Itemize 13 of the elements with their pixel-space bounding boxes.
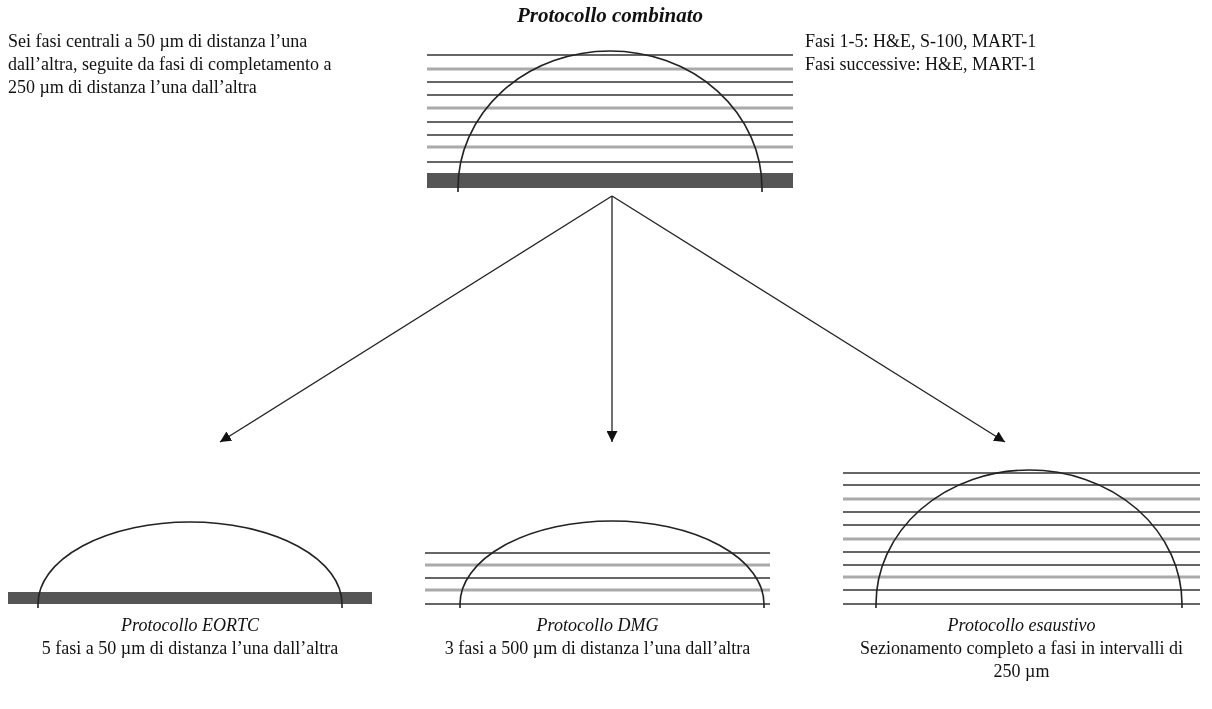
stain-note: Fasi successive: H&E, MART-1 [805,53,1037,76]
section-note: Sei fasi centrali a 50 µm di distanza l’una dall’altra, seguite da fasi di completamento a 250 µm di distanza l’una dall’altra [8,30,333,99]
protocol-title: Protocollo esaustivo [946,614,1097,637]
arrow [611,195,1006,443]
arrow [606,195,618,443]
protocol-title: Protocollo DMG [535,614,660,637]
stain-note: Fasi 1-5: H&E, S-100, MART-1 [805,30,1037,53]
protocol-title: Protocollo EORTC [120,614,260,637]
protocol-description: 5 fasi a 50 µm di distanza l’una dall’altra [40,637,340,660]
arrow [219,195,613,443]
protocol-title: Protocollo combinato [515,4,705,27]
protocol-description: Sezionamento completo a fasi in intervalli di 250 µm [859,637,1184,683]
protocol-description: 3 fasi a 500 µm di distanza l’una dall’altra [443,637,752,660]
